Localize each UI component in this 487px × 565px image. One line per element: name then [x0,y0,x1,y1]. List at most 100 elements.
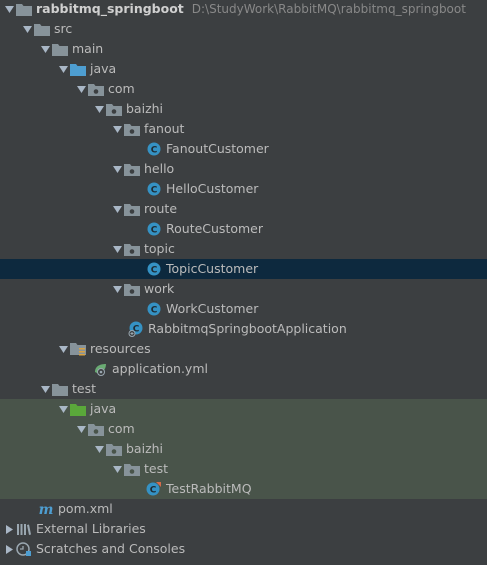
svg-text:m: m [39,502,54,516]
package-icon [88,81,104,97]
tree-row-java-test[interactable]: java [0,399,487,419]
chevron-down-icon[interactable] [56,345,70,353]
package-icon [124,161,140,177]
package-icon [124,241,140,257]
tree-row-application-yml[interactable]: application.yml [0,359,487,379]
chevron-down-icon[interactable] [110,245,124,253]
chevron-down-icon[interactable] [20,25,34,33]
tree-label-fanout: fanout [144,121,185,136]
source-folder-icon [70,61,86,77]
tree-row-route[interactable]: route [0,199,487,219]
class-icon: C [146,141,162,157]
tree-row-test-class[interactable]: C TestRabbitMQ [0,479,487,499]
tree-row-route-customer[interactable]: C RouteCustomer [0,219,487,239]
chevron-down-icon[interactable] [74,85,88,93]
tree-row-project[interactable]: rabbitmq_springboot D:\StudyWork\RabbitM… [0,0,487,19]
chevron-down-icon[interactable] [110,125,124,133]
tree-row-hello[interactable]: hello [0,159,487,179]
tree-row-fanout-customer[interactable]: C FanoutCustomer [0,139,487,159]
tree-row-src[interactable]: src [0,19,487,39]
package-icon [106,101,122,117]
svg-text:C: C [151,226,158,236]
tree-label-fanout-customer: FanoutCustomer [166,141,269,156]
yaml-config-icon [92,361,108,377]
tree-row-test-package[interactable]: test [0,459,487,479]
tree-label-topic: topic [144,241,175,256]
chevron-right-icon[interactable] [2,544,16,554]
tree-label-route: route [144,201,178,216]
svg-text:C: C [151,266,158,276]
tree-label-baizhi-test: baizhi [126,441,164,456]
chevron-down-icon[interactable] [56,405,70,413]
tree-label-application-class: RabbitmqSpringbootApplication [148,321,347,336]
chevron-down-icon[interactable] [38,45,52,53]
scratches-icon [16,541,32,557]
package-icon [124,201,140,217]
chevron-down-icon[interactable] [74,425,88,433]
package-icon [124,461,140,477]
tree-label-scratches: Scratches and Consoles [36,541,186,556]
tree-row-hello-customer[interactable]: C HelloCustomer [0,179,487,199]
tree-label-hello-customer: HelloCustomer [166,181,259,196]
tree-label-java-test: java [90,401,117,416]
tree-row-com-main[interactable]: com [0,79,487,99]
svg-text:C: C [151,186,158,196]
tree-label-external-libraries: External Libraries [36,521,146,536]
chevron-down-icon[interactable] [110,205,124,213]
tree-row-pom[interactable]: m pom.xml [0,499,487,519]
maven-icon: m [38,501,54,517]
tree-label-hello: hello [144,161,175,176]
tree-label-main: main [72,41,104,56]
tree-label-test-package: test [144,461,169,476]
test-source-folder-icon [70,401,86,417]
tree-row-main[interactable]: main [0,39,487,59]
package-icon [124,281,140,297]
svg-text:C: C [150,486,157,496]
tree-label-work: work [144,281,175,296]
svg-text:C: C [151,306,158,316]
chevron-down-icon[interactable] [38,385,52,393]
folder-icon [16,1,32,17]
tree-row-topic-customer[interactable]: C TopicCustomer [0,259,487,279]
tree-row-baizhi-test[interactable]: baizhi [0,439,487,459]
tree-row-test[interactable]: test [0,379,487,399]
chevron-down-icon[interactable] [110,465,124,473]
tree-row-scratches[interactable]: Scratches and Consoles [0,539,487,559]
chevron-right-icon[interactable] [2,524,16,534]
tree-row-baizhi-main[interactable]: baizhi [0,99,487,119]
tree-row-topic[interactable]: topic [0,239,487,259]
tree-row-fanout[interactable]: fanout [0,119,487,139]
folder-icon [52,41,68,57]
chevron-down-icon[interactable] [110,165,124,173]
library-icon [16,521,32,537]
tree-label-baizhi: baizhi [126,101,164,116]
tree-row-external-libraries[interactable]: External Libraries [0,519,487,539]
chevron-down-icon[interactable] [110,285,124,293]
tree-row-application-class[interactable]: C RabbitmqSpringbootApplication [0,319,487,339]
tree-label-pom: pom.xml [58,501,113,516]
package-icon [106,441,122,457]
chevron-down-icon[interactable] [92,445,106,453]
test-class-icon: C [146,481,162,497]
tree-label-src: src [54,21,73,36]
tree-row-com-test[interactable]: com [0,419,487,439]
class-icon: C [146,221,162,237]
tree-label-application-yml: application.yml [112,361,208,376]
tree-row-resources[interactable]: resources [0,339,487,359]
chevron-down-icon[interactable] [56,65,70,73]
tree-label-resources: resources [90,341,151,356]
svg-text:C: C [133,325,140,335]
chevron-down-icon[interactable] [2,5,16,13]
folder-icon [52,381,68,397]
tree-row-work[interactable]: work [0,279,487,299]
chevron-down-icon[interactable] [92,105,106,113]
tree-row-work-customer[interactable]: C WorkCustomer [0,299,487,319]
class-icon: C [146,261,162,277]
class-icon: C [146,181,162,197]
tree-label-route-customer: RouteCustomer [166,221,264,236]
tree-label-test: test [72,381,97,396]
tree-label-topic-customer: TopicCustomer [166,261,259,276]
tree-label-com: com [108,81,135,96]
tree-row-java-main[interactable]: java [0,59,487,79]
